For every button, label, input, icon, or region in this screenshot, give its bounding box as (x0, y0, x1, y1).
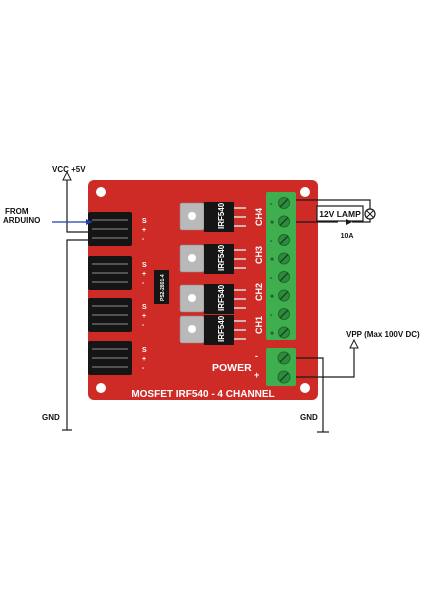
screw-slot (279, 372, 289, 382)
mounting-hole (96, 187, 106, 197)
vpp-label: VPP (Max 100V DC) (346, 330, 420, 339)
power-label: POWER (212, 362, 252, 374)
input-headers: S + - S + - S + - S + - (88, 212, 147, 375)
vcc-wire (66, 178, 92, 233)
mounting-hole (300, 187, 310, 197)
mounting-hole (300, 383, 310, 393)
mosfet-body (204, 315, 234, 345)
screw-slot (279, 254, 289, 263)
mosfet-label: IRF540 (217, 284, 226, 311)
fuse-symbol (346, 219, 352, 225)
channel-label: CH4 (254, 208, 264, 226)
screw-slot (279, 291, 289, 300)
header-pin-label: S (142, 218, 147, 225)
terminal-polarity: - (270, 312, 273, 319)
gnd-label-left: GND (42, 413, 60, 422)
terminal-polarity: + (270, 220, 274, 227)
channel-label: CH3 (254, 246, 264, 264)
header-pin-label: - (142, 236, 145, 243)
mosfet-body (204, 244, 234, 274)
signal-arrow (86, 219, 92, 225)
terminal-polarity: - (270, 275, 273, 282)
optocoupler-chip (154, 270, 169, 304)
lamp-label: 12V LAMP (319, 209, 361, 219)
screw-slot (279, 198, 289, 208)
mounting-hole (96, 383, 106, 393)
header-pin-label: S (142, 262, 147, 269)
power-terminal-block (266, 348, 296, 386)
header-pin-label: + (142, 227, 146, 234)
channel-label: CH1 (254, 316, 264, 334)
power-pin-minus: - (255, 351, 258, 361)
vpp-wire (296, 347, 355, 378)
screw-slot (279, 328, 289, 337)
mosfet-body (204, 284, 234, 314)
channel-label: CH2 (254, 283, 264, 301)
terminal-polarity: - (270, 201, 273, 208)
mosfet-label: IRF540 (217, 244, 226, 271)
header-pin-label: + (142, 356, 146, 363)
header-pin-label: S (142, 347, 147, 354)
vpp-arrow (349, 338, 359, 349)
gnd-label-right: GND (300, 413, 318, 422)
screw-slot (279, 272, 289, 282)
mosfet-hole (188, 325, 196, 333)
wires (62, 178, 371, 433)
terminal-polarity: + (270, 257, 274, 264)
screw-slot (279, 235, 289, 245)
lamp-box (316, 205, 364, 222)
from-arduino-label-1: FROM (5, 207, 29, 216)
mosfet-hole (188, 294, 196, 302)
optocoupler-label: PS2-2801-4 (160, 274, 166, 301)
header-pin-label: - (142, 365, 145, 372)
vcc-arrow (62, 170, 72, 181)
header-pin-label: + (142, 271, 146, 278)
header-pin-label: + (142, 313, 146, 320)
power-pin-plus: + (254, 370, 259, 380)
terminal-polarity: + (270, 294, 274, 301)
vcc-label: VCC +5V (52, 165, 86, 174)
mosfet-label: IRF540 (217, 202, 226, 229)
mosfet-label: IRF540 (217, 315, 226, 342)
fuse-label: 10A (341, 233, 354, 240)
terminal-polarity: - (270, 238, 273, 245)
board-title: MOSFET IRF540 - 4 CHANNEL (131, 389, 274, 400)
gnd-wire-right (296, 357, 324, 432)
terminal-polarity: + (270, 331, 274, 338)
screw-slot (279, 353, 289, 363)
mosfet-hole (188, 254, 196, 262)
header-pin-label: - (142, 322, 145, 329)
screw-slot (279, 309, 289, 319)
mosfet-body (204, 202, 234, 232)
gnd-wire-left (66, 239, 92, 430)
mosfet-hole (188, 212, 196, 220)
terminal-body (266, 192, 296, 340)
header-pin-label: - (142, 280, 145, 287)
output-terminal-block: - + - + - + - + (266, 192, 296, 340)
lamp-wire-top (296, 199, 371, 210)
from-arduino-label-2: ARDUINO (3, 216, 40, 225)
header-pin-label: S (142, 304, 147, 311)
lamp-cross (366, 210, 374, 218)
screw-slot (279, 217, 289, 226)
